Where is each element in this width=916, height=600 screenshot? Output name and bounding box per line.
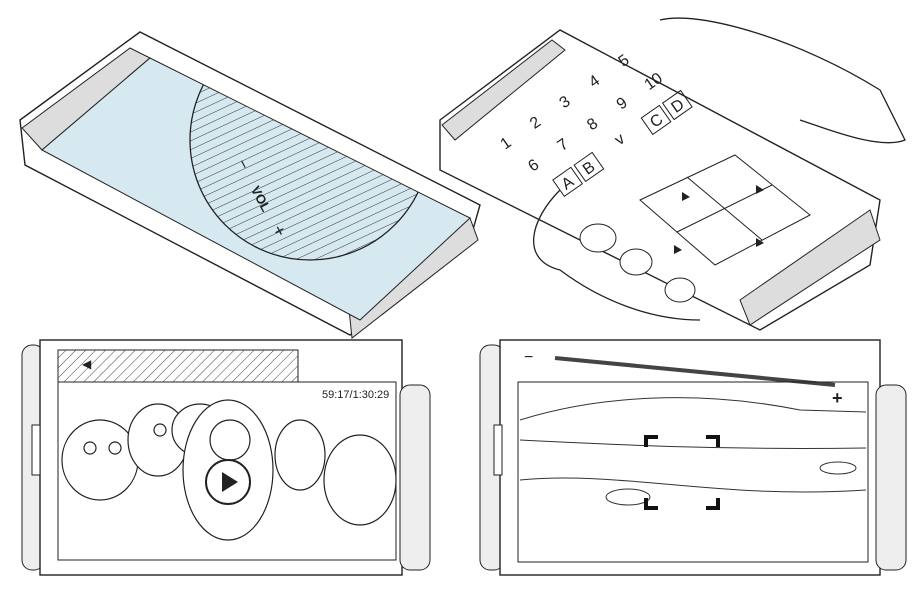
figure-b-device: 1 2 3 4 5 6 7 8 9 10 A B v C D (439, 17, 906, 331)
fingernail (579, 223, 617, 253)
dpad-up-button[interactable] (682, 192, 690, 201)
figure-d-device: − + (479, 339, 907, 576)
figure-c-device: ◀ 59:17/1:30:29 (21, 339, 431, 576)
play-icon (222, 472, 238, 492)
status-bar (57, 349, 299, 383)
dpad-left-button[interactable] (674, 245, 682, 254)
volume-overlay (189, 58, 431, 261)
landscape (519, 397, 867, 506)
zoom-out-button[interactable]: − (524, 349, 533, 366)
zoom-slider[interactable] (554, 356, 836, 387)
direction-pad (639, 154, 811, 266)
zoom-in-button[interactable]: + (832, 388, 843, 408)
fingernail (619, 248, 653, 276)
focus-frame (644, 435, 720, 510)
playback-time: 59:17/1:30:29 (322, 389, 389, 401)
dpad-right-button[interactable] (756, 185, 764, 194)
speaker-icon[interactable]: ◀ (82, 357, 92, 371)
figure-a-device: VOL − + (19, 31, 481, 339)
dpad-down-button[interactable] (756, 238, 764, 247)
fingernail (664, 277, 696, 303)
